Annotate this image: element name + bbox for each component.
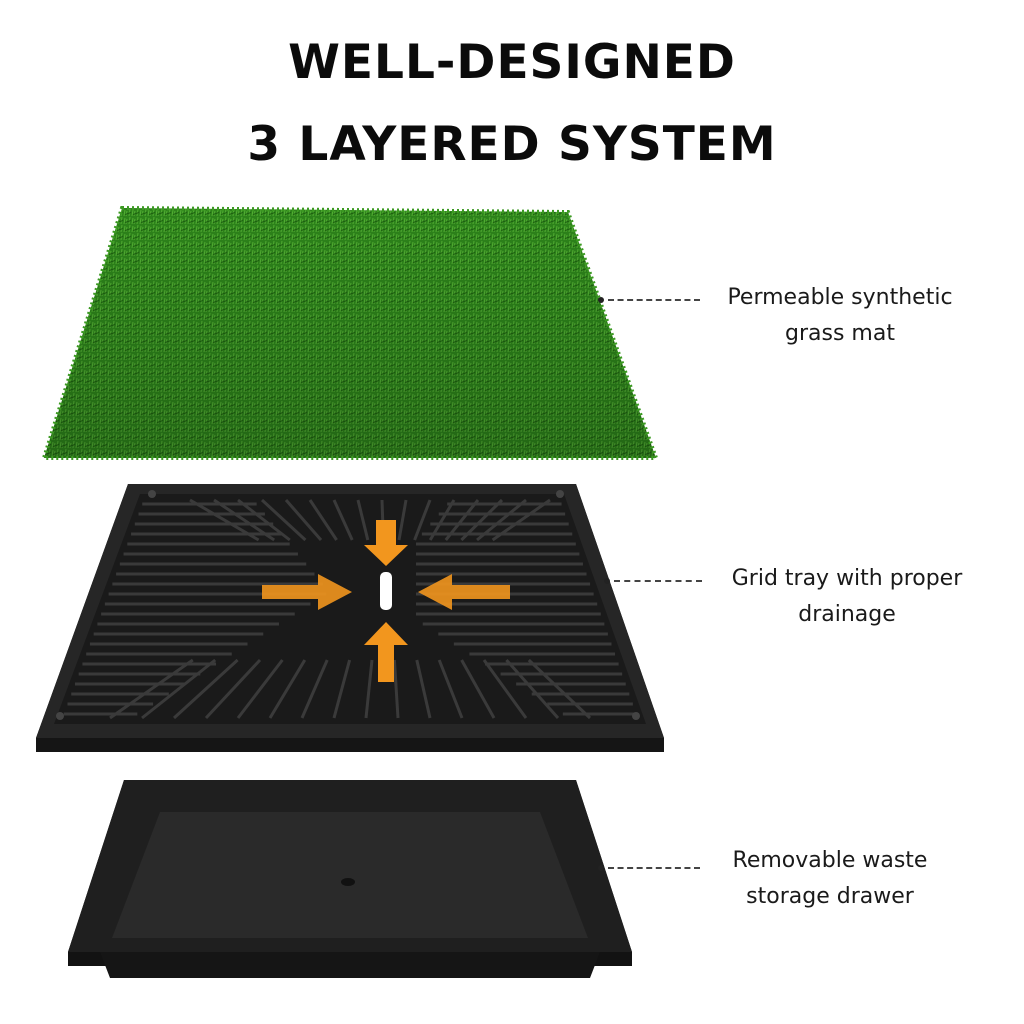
- tray-rib: [332, 499, 354, 541]
- grass-mat: [41, 205, 659, 460]
- tray-rib: [364, 659, 374, 719]
- tray-rib: [204, 658, 262, 720]
- page-title: WELL-DESIGNED 3 LAYERED SYSTEM: [0, 22, 1024, 186]
- tray-rib: [300, 659, 329, 719]
- tray-rib: [268, 659, 307, 719]
- tray-rib: [308, 499, 338, 541]
- tray-rib: [460, 659, 496, 719]
- tray-rib: [444, 499, 480, 541]
- tray-rib: [213, 498, 276, 542]
- label-tray-line-2: drainage: [798, 602, 896, 627]
- tray-rib: [392, 659, 400, 719]
- tray-rib: [413, 499, 432, 541]
- drainage-arrows-icon: [262, 520, 510, 682]
- tray-rib: [428, 499, 456, 541]
- tray-rib: [172, 658, 239, 720]
- tray-rib: [109, 658, 194, 720]
- tray-rib: [460, 498, 504, 542]
- title-line-2: 3 LAYERED SYSTEM: [247, 117, 777, 172]
- label-grass-line-2: grass mat: [785, 321, 895, 346]
- label-grid-tray: Grid tray with proper drainage: [712, 561, 982, 633]
- label-waste-drawer: Removable waste storage drawer: [710, 843, 950, 915]
- tray-rib: [527, 658, 592, 720]
- tray-rib: [236, 659, 284, 719]
- label-drawer-line-2: storage drawer: [746, 884, 914, 909]
- tray-rib: [237, 498, 291, 542]
- tray-rib: [189, 498, 260, 542]
- callout-line-tray: [614, 580, 702, 582]
- label-grass-line-1: Permeable synthetic: [727, 285, 953, 310]
- tray-rib: [505, 659, 560, 719]
- callout-dot-tray: [604, 578, 610, 584]
- tray-rib: [260, 498, 307, 542]
- callout-dot-grass: [598, 297, 604, 303]
- label-tray-line-1: Grid tray with proper: [731, 566, 963, 591]
- tray-rib: [284, 499, 323, 541]
- tray-rib: [397, 499, 408, 541]
- label-grass-mat: Permeable synthetic grass mat: [710, 280, 970, 352]
- tray-rib: [476, 498, 527, 542]
- tray-rib: [437, 659, 464, 719]
- tray-rib: [491, 498, 551, 542]
- tray-rib: [482, 659, 528, 719]
- tray-rib: [356, 499, 370, 541]
- tray-rib: [332, 659, 352, 719]
- tray-rib: [141, 658, 217, 720]
- title-line-1: WELL-DESIGNED: [288, 35, 736, 90]
- callout-dot-drawer: [598, 865, 604, 871]
- waste-drawer: [68, 780, 632, 978]
- callout-line-drawer: [608, 867, 700, 869]
- callout-line-grass: [608, 299, 700, 301]
- grid-tray: [36, 484, 664, 752]
- tray-rib: [415, 659, 432, 719]
- label-drawer-line-1: Removable waste: [732, 848, 928, 873]
